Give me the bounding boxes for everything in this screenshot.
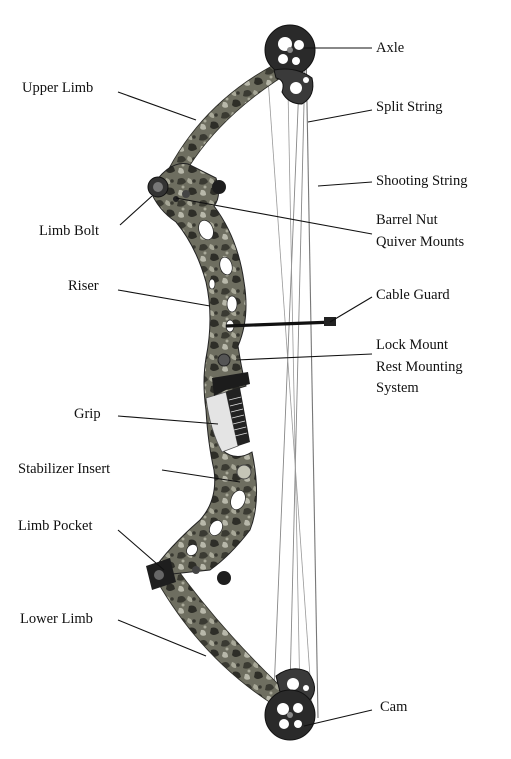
label-upper-limb: Upper Limb — [22, 80, 93, 96]
riser-cutouts — [186, 219, 246, 556]
label-quiver-mounts: Quiver Mounts — [376, 234, 465, 250]
quiver-mount-upper — [173, 180, 226, 202]
upper-cam — [264, 24, 316, 105]
leader-riser — [117, 289, 211, 307]
label-lock-mount: Lock Mount — [376, 337, 448, 353]
leader-split-string — [307, 109, 373, 123]
leader-cam — [303, 709, 373, 727]
rest-mount-screw — [217, 353, 231, 367]
leader-lines — [117, 47, 373, 727]
leader-lower-limb — [117, 619, 207, 657]
limb-bolt — [147, 176, 169, 198]
label-shooting-string: Shooting String — [376, 173, 467, 189]
limb-pocket — [146, 558, 231, 590]
cable-a — [287, 89, 301, 701]
leader-shooting-string — [317, 181, 373, 187]
label-barrel-nut: Barrel Nut — [376, 212, 438, 228]
label-limb-bolt: Limb Bolt — [39, 223, 99, 239]
stabilizer-insert — [236, 464, 252, 480]
label-split-string: Split String — [376, 99, 442, 115]
label-system: System — [376, 380, 419, 396]
label-cable-guard: Cable Guard — [376, 287, 450, 303]
lower-cam — [264, 668, 316, 741]
leader-cable-guard — [329, 296, 373, 323]
label-cam: Cam — [380, 699, 408, 715]
label-riser: Riser — [68, 278, 99, 294]
label-limb-pocket: Limb Pocket — [18, 518, 93, 534]
label-stabilizer-insert: Stabilizer Insert — [18, 461, 110, 477]
label-grip: Grip — [74, 406, 101, 422]
label-axle: Axle — [376, 40, 404, 56]
leader-barrel-nut — [175, 197, 373, 235]
label-lower-limb: Lower Limb — [20, 611, 93, 627]
leader-limb-pocket — [117, 529, 165, 571]
bow-strings — [267, 47, 319, 719]
label-rest-mounting: Rest Mounting — [376, 359, 463, 375]
grip — [205, 388, 250, 453]
leader-upper-limb — [117, 91, 197, 121]
rest-mount-block — [212, 372, 250, 396]
split-string-b — [289, 61, 306, 689]
leader-limb-bolt — [119, 195, 153, 226]
labels: Axle Upper Limb Split String Shooting St… — [18, 40, 467, 715]
leader-stabilizer-insert — [161, 469, 241, 483]
shooting-string — [305, 47, 319, 719]
cable-b — [267, 77, 313, 706]
leader-lock-mount — [235, 353, 373, 361]
leader-grip — [117, 415, 219, 425]
split-string-a — [273, 59, 301, 693]
